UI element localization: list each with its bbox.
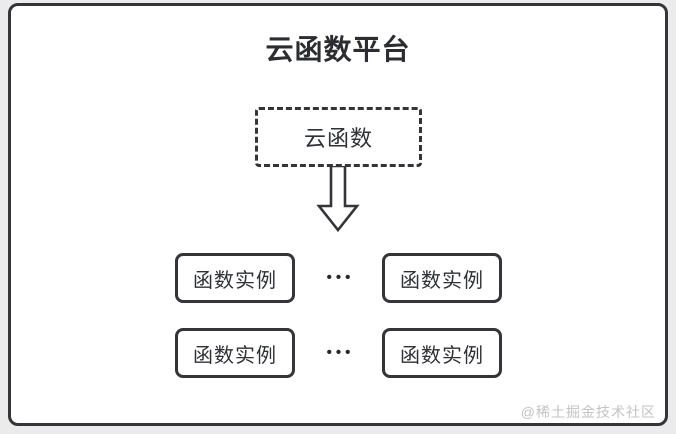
function-instance-box: 函数实例 [175,328,295,378]
down-arrow-icon [316,166,360,232]
diagram-title: 云函数平台 [265,34,411,65]
function-instance-box: 函数实例 [382,328,502,378]
ellipsis-row1: ••• [326,269,355,286]
function-instance-label: 函数实例 [400,269,484,292]
function-instance-box: 函数实例 [382,253,502,303]
ellipsis-row2: ••• [326,344,355,361]
cloud-function-box: 云函数 [255,107,422,167]
watermark: @稀土掘金技术社区 [520,404,656,420]
cloud-function-label: 云函数 [303,126,373,151]
function-instance-box: 函数实例 [175,253,295,303]
function-instance-label: 函数实例 [400,344,484,367]
function-instance-label: 函数实例 [193,269,277,292]
function-instance-label: 函数实例 [193,344,277,367]
